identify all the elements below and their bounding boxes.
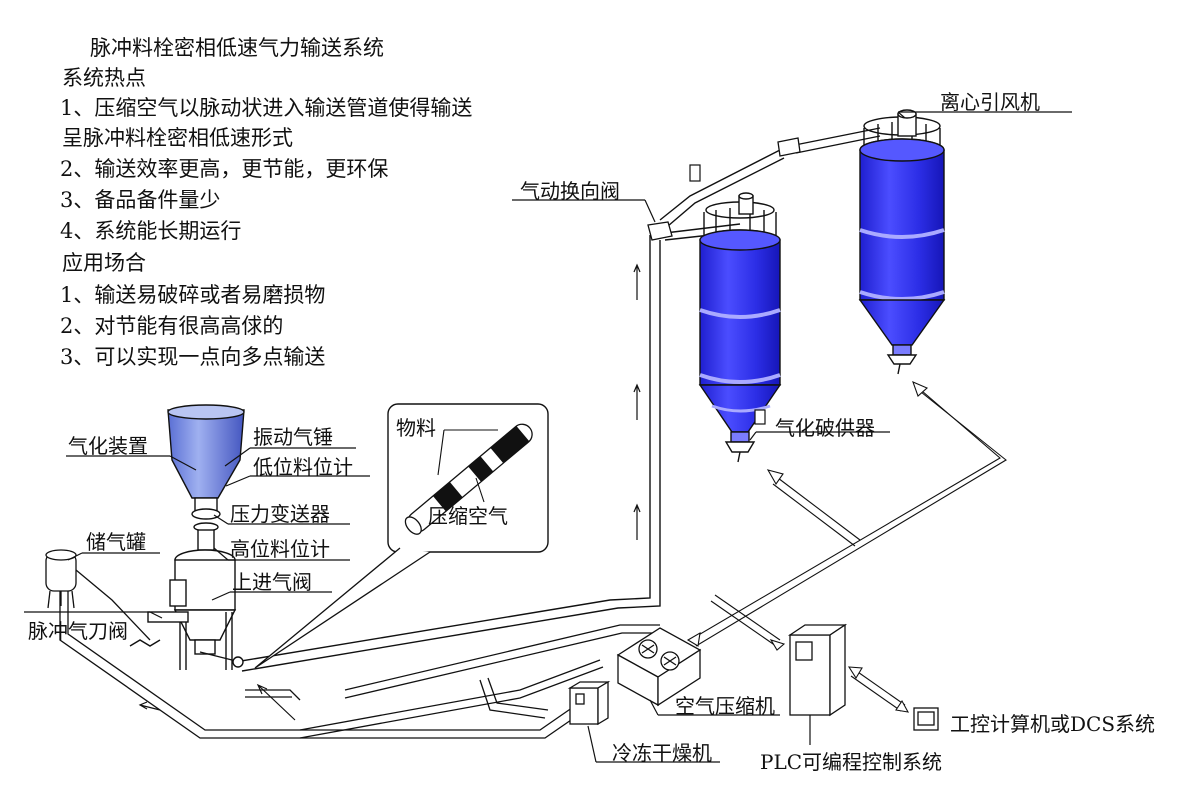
feature-item: 3、备品备件量少 <box>60 188 221 212</box>
flow-arrow <box>633 263 641 540</box>
application-item: 3、可以实现一点向多点输送 <box>60 345 326 369</box>
label-air-tank: 储气罐 <box>86 530 146 554</box>
conveying-pipe <box>234 127 881 672</box>
label-silo-gasifier: 气化破供器 <box>775 416 875 440</box>
application-item: 1、输送易破碎或者易磨损物 <box>60 283 326 307</box>
feature-item: 呈脉冲料栓密相低速形式 <box>62 126 293 150</box>
label-material: 物料 <box>396 416 436 440</box>
pulse-vessel <box>129 404 245 670</box>
feature-item: 1、压缩空气以脉动状进入输送管道使得输送 <box>60 96 473 120</box>
label-centrifugal-fan: 离心引风机 <box>940 90 1040 114</box>
signal-lines <box>689 384 1007 712</box>
label-inlet-valve: 上进气阀 <box>232 570 312 594</box>
computer-icon <box>913 707 939 731</box>
control-box <box>689 164 766 425</box>
air-supply-lines <box>59 590 662 739</box>
label-vibrator: 振动气锤 <box>253 425 333 449</box>
label-pulse-valve: 脉冲气刀阀 <box>28 619 128 643</box>
diverter-valve <box>647 137 801 241</box>
label-plc-system: PLC可编程控制系统 <box>760 750 943 774</box>
label-air-compressor: 空气压缩机 <box>675 694 775 718</box>
plc-cabinet <box>787 623 848 717</box>
label-leaders <box>24 111 1072 763</box>
feature-item: 4、系统能长期运行 <box>60 219 242 243</box>
refrigerated-dryer <box>567 680 611 726</box>
label-diverter-valve: 气动换向阀 <box>520 179 620 203</box>
label-compressed-air: 压缩空气 <box>428 504 508 528</box>
silo-2 <box>858 109 946 375</box>
air-tank <box>45 549 151 641</box>
features-heading: 系统热点 <box>62 66 146 90</box>
signal-arrow-heads <box>686 380 929 713</box>
label-low-level-gauge: 低位料位计 <box>253 455 353 479</box>
air-compressor <box>616 627 702 707</box>
label-pressure-transmitter: 压力变送器 <box>230 502 330 526</box>
label-gasifier: 气化装置 <box>68 434 148 458</box>
flow-arrow <box>138 683 296 721</box>
applications-heading: 应用场合 <box>62 251 146 275</box>
feature-item: 2、输送效率更高，更节能，更环保 <box>60 157 389 181</box>
label-high-level-gauge: 高位料位计 <box>230 537 330 561</box>
diagram-title: 脉冲料栓密相低速气力输送系统 <box>90 36 384 60</box>
application-item: 2、对节能有很高高俅的 <box>60 314 284 338</box>
label-refrigerated-dryer: 冷冻干燥机 <box>612 741 712 765</box>
label-ipc-dcs: 工控计算机或DCS系统 <box>950 712 1156 736</box>
silo-1 <box>698 192 782 463</box>
pipe-section-inset <box>254 403 549 669</box>
